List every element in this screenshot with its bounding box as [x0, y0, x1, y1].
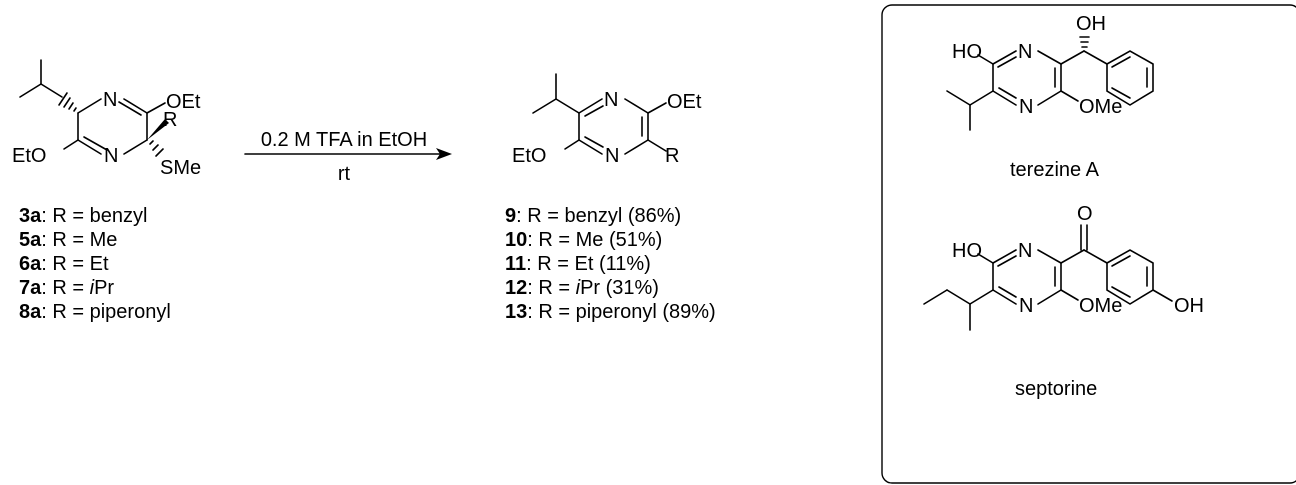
atom-ome: OMe — [1079, 295, 1122, 317]
list-item: 7a: R = iPr — [19, 277, 114, 299]
list-item: 13: R = piperonyl (89%) — [505, 301, 716, 323]
atom-n: N — [1019, 96, 1033, 118]
list-item: 3a: R = benzyl — [19, 205, 147, 227]
list-item: 6a: R = Et — [19, 253, 109, 275]
list-item: 5a: R = Me — [19, 229, 117, 251]
atom-ho: HO — [952, 41, 982, 63]
atom-n: N — [103, 89, 117, 111]
atom-n: N — [1018, 41, 1032, 63]
reactant-list: 3a: R = benzyl 5a: R = Me 6a: R = Et 7a:… — [19, 205, 171, 323]
atom-oh: OH — [1174, 295, 1204, 317]
compound-name: septorine — [1015, 378, 1097, 400]
compound-name: terezine A — [1010, 159, 1100, 181]
atom-ho: HO — [952, 240, 982, 262]
atom-oet: OEt — [667, 91, 702, 113]
atom-oh: OH — [1076, 13, 1106, 35]
reaction-conditions: 0.2 M TFA in EtOH — [261, 129, 427, 151]
hashed-bond — [58, 92, 77, 112]
list-item: 9: R = benzyl (86%) — [505, 205, 681, 227]
atom-oet: OEt — [166, 91, 201, 113]
terezine-structure: HO N OH N OMe terezine A — [946, 13, 1154, 181]
atom-ome: OMe — [1079, 96, 1122, 118]
atom-eto: EtO — [12, 145, 46, 167]
product-list: 9: R = benzyl (86%) 10: R = Me (51%) 11:… — [505, 205, 716, 323]
atom-n: N — [604, 89, 618, 111]
list-item: 8a: R = piperonyl — [19, 301, 171, 323]
atom-eto: EtO — [512, 145, 546, 167]
reactant-structure: N OEt R EtO N SMe — [12, 59, 201, 179]
atom-sme: SMe — [160, 157, 201, 179]
product-structure: N OEt EtO N R — [512, 73, 702, 167]
wedge-bond — [147, 119, 169, 140]
atom-r: R — [665, 145, 679, 167]
list-item: 11: R = Et (11%) — [505, 253, 651, 275]
atom-n: N — [1019, 295, 1033, 317]
atom-n: N — [1018, 240, 1032, 262]
atom-o: O — [1077, 203, 1093, 225]
atom-n: N — [605, 145, 619, 167]
atom-n: N — [104, 145, 118, 167]
list-item: 12: R = iPr (31%) — [505, 277, 659, 299]
natural-products-box — [881, 4, 1296, 484]
reaction-arrow — [244, 148, 452, 160]
reaction-temperature: rt — [338, 163, 351, 185]
list-item: 10: R = Me (51%) — [505, 229, 662, 251]
hashed-bond-sme — [149, 140, 164, 157]
atom-r: R — [163, 109, 177, 131]
septorine-structure: HO N O N OMe OH septorine — [923, 203, 1204, 400]
